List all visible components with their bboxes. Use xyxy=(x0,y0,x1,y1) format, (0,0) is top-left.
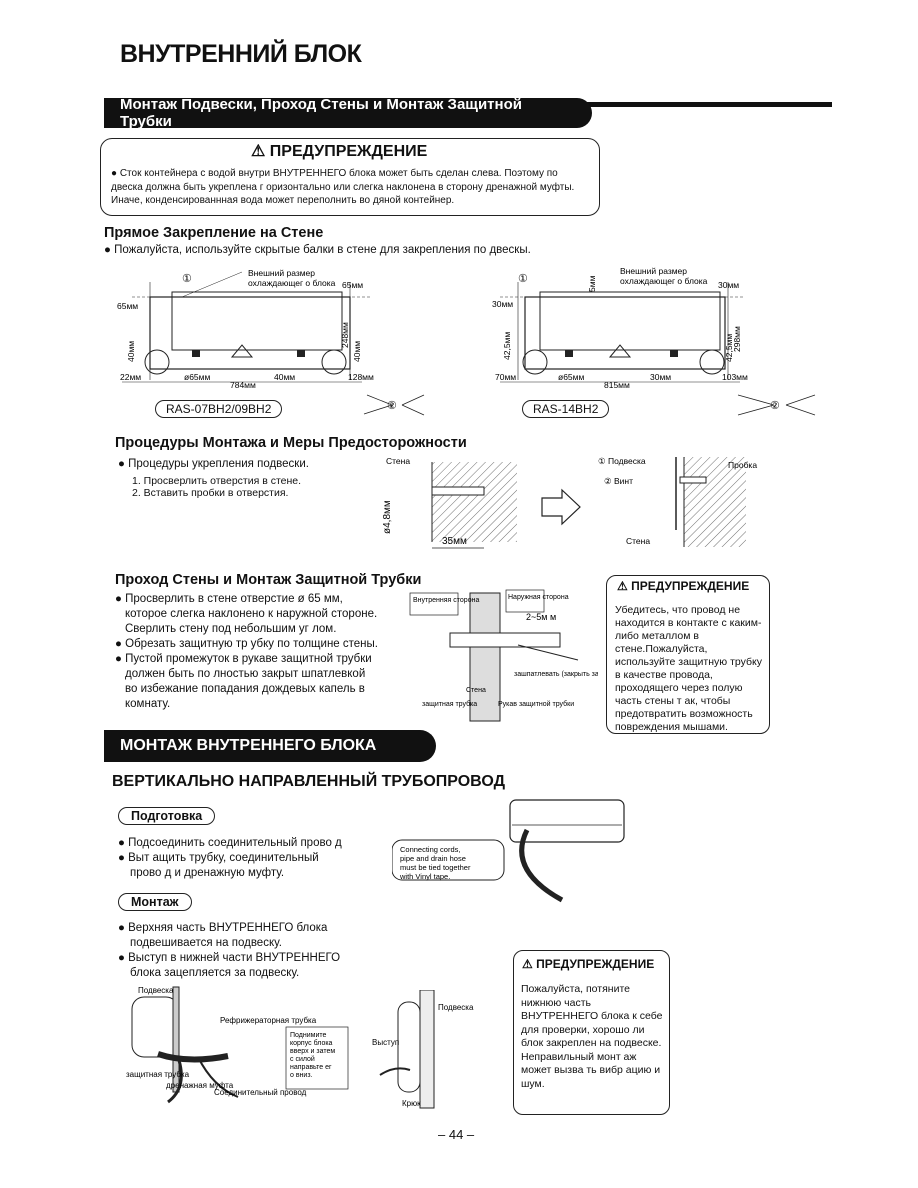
arrow-right-icon xyxy=(541,488,581,526)
outer-size-label2: охлаждающег о блока xyxy=(248,278,336,288)
mount-label: Монтаж xyxy=(118,893,192,911)
drill-diagram: Стена ø4,8мм 35мм xyxy=(382,456,517,549)
callout-1: ① xyxy=(182,273,192,285)
outer-side-label: Наружная сторона xyxy=(508,594,569,601)
model-label-small: RAS-07BH2/09BH2 xyxy=(155,400,283,418)
dim-40a: 40мм xyxy=(126,341,136,362)
outer-size-label2: охлаждающег о блока xyxy=(620,276,708,286)
dim-425b: 42,5мм xyxy=(724,334,734,362)
screw-label: ② Винт xyxy=(604,476,633,486)
warning-text: Пожалуйста, потяните нижнюю часть ВНУТРЕ… xyxy=(521,983,663,1090)
hook-diagram: Подвеска Выступ Крюк xyxy=(372,990,474,1109)
drain-label: дренажная муфта xyxy=(166,1081,234,1090)
warning-icon: ⚠ xyxy=(617,579,628,593)
warning-title: ⚠ ПРЕДУПРЕЖДЕНИЕ xyxy=(522,957,655,971)
outer-size-label: Внешний размер xyxy=(248,268,315,278)
wall-label-3: Стена xyxy=(466,687,486,694)
dim-65a: 65мм xyxy=(117,301,138,311)
direct-mount-heading: Прямое Закрепление на Стене xyxy=(104,225,324,241)
hanger-label-2: Подвеска xyxy=(438,1003,474,1012)
refpipe-label: Рефрижераторная трубка xyxy=(220,1016,317,1025)
hanger-diagram-small: ① Внешний размер охлаждающег о блока 65м… xyxy=(117,268,425,416)
warning-text: ● Сток контейнера с водой внутри ВНУТРЕН… xyxy=(111,168,575,206)
gap-label: 2~5м м xyxy=(526,612,556,622)
passage-text: ● Просверлить в стене отверстие ø 65 мм,… xyxy=(115,593,378,710)
screw-icons xyxy=(363,394,425,416)
prep-text: ● Подсоединить соединительный прово д ● … xyxy=(118,837,342,879)
step-2: 2. Вставить пробки в отверстия. xyxy=(132,487,289,499)
warning-text: Убедитесь, что провод не находится в кон… xyxy=(615,604,762,733)
mount-text: ● Верхняя часть ВНУТРЕННЕГО блока подвеш… xyxy=(118,922,341,979)
direct-mount-text: ● Пожалуйста, используйте скрытые балки … xyxy=(104,244,531,256)
screw-icons xyxy=(737,394,816,416)
tube-label: защитная трубка xyxy=(422,700,477,708)
section-banner-hanger: Монтаж Подвески, Проход Стены и Монтаж З… xyxy=(104,96,592,130)
dim-128: 128мм xyxy=(348,372,374,382)
prep-label: Подготовка xyxy=(118,807,216,825)
warning-box-wire: ⚠ ПРЕДУПРЕЖДЕНИЕ Убедитесь, что провод н… xyxy=(606,575,770,734)
hanger-label: Подвеска xyxy=(138,986,174,995)
dim-40b: 40мм xyxy=(352,341,362,362)
dim-40c: 40мм xyxy=(274,372,295,382)
passage-heading: Проход Стены и Монтаж Защитной Трубки xyxy=(115,572,422,588)
hanger-mount-diagram: ① Подвеска ② Винт Пробка Стена xyxy=(598,456,757,547)
dim-425a: 42,5мм xyxy=(502,332,512,360)
section-banner-indoor: МОНТАЖ ВНУТРЕННЕГО БЛОКА xyxy=(104,730,436,762)
mount-diagram: Подвеска Рефрижераторная трубка Поднимит… xyxy=(126,986,349,1104)
tie-note-3: must be tied together xyxy=(400,863,471,872)
dim-5: 5мм xyxy=(587,275,597,292)
callout-2: ② xyxy=(387,400,397,412)
step-1: 1. Просверлить отверстия в стене. xyxy=(132,475,302,487)
dim-phi65: ø65мм xyxy=(184,372,210,382)
warning-icon: ⚠ xyxy=(251,143,266,160)
dim-30c: 30мм xyxy=(650,372,671,382)
procedures-heading: Процедуры Монтажа и Меры Предосторожност… xyxy=(115,435,467,451)
warning-box-drain: ⚠ ПРЕДУПРЕЖДЕНИЕ ● Сток контейнера с вод… xyxy=(100,138,600,216)
tube-label: защитная трубка xyxy=(126,1070,190,1079)
dim-65b: 65мм xyxy=(342,280,363,290)
page-title: ВНУТРЕННИЙ БЛОК xyxy=(120,40,362,68)
procedures-bullet: ● Процедуры укрепления подвески. xyxy=(118,458,309,470)
dim-phi48: ø4,8мм xyxy=(382,500,393,534)
callout-1: ① xyxy=(518,273,528,285)
dim-22: 22мм xyxy=(120,372,141,382)
callout-2: ② xyxy=(770,400,780,412)
sleeve-label: Рукав защитной трубки xyxy=(498,700,574,708)
dim-784: 784мм xyxy=(230,380,256,390)
dim-35: 35мм xyxy=(442,536,467,547)
tie-note-2: pipe and drain hose xyxy=(400,854,466,863)
dim-103: 103мм xyxy=(722,372,748,382)
warning-box-check: ⚠ ПРЕДУПРЕЖДЕНИЕ Пожалуйста, потяните ни… xyxy=(513,950,670,1115)
model-label-large: RAS-14BH2 xyxy=(522,400,610,418)
dim-30a: 30мм xyxy=(492,299,513,309)
dim-70: 70мм xyxy=(495,372,516,382)
plug-label: Пробка xyxy=(728,460,757,470)
hook-label: Крюк xyxy=(402,1099,421,1108)
inner-side-label: Внутренняя сторона xyxy=(413,597,479,604)
dim-815: 815мм xyxy=(604,380,630,390)
dim-phi65: ø65мм xyxy=(558,372,584,382)
ledge-label: Выступ xyxy=(372,1038,399,1047)
wall-passage-diagram: Внутренняя сторона Наружная сторона 2~5м… xyxy=(409,589,598,722)
seal-label: зашпатлевать (закрыть замазкой) xyxy=(514,670,598,678)
tie-note-4: with Vinyl tape. xyxy=(399,872,450,881)
tie-note-1: Connecting cords, xyxy=(400,845,460,854)
vertical-piping-heading: ВЕРТИКАЛЬНО НАПРАВЛЕННЫЙ ТРУБОПРОВОД xyxy=(112,773,505,790)
warning-title: ⚠ ПРЕДУПРЕЖДЕНИЕ xyxy=(617,579,750,593)
dim-30b: 30мм xyxy=(718,280,739,290)
wall-label-2: Стена xyxy=(626,536,650,546)
unit-prep-diagram: Connecting cords, pipe and drain hose mu… xyxy=(392,799,625,903)
warning-title: ⚠ ПРЕДУПРЕЖДЕНИЕ xyxy=(251,143,428,160)
dim-298: 298мм xyxy=(732,326,742,352)
cord-label: Соединительный провод xyxy=(214,1088,307,1097)
page-number: – 44 – xyxy=(438,1127,475,1142)
outer-size-label: Внешний размер xyxy=(620,266,687,276)
hanger-diagram-large: ① 5мм Внешний размер охлаждающег о блока… xyxy=(492,266,816,416)
dim-248: 248мм xyxy=(340,322,350,348)
hanger-label: ① Подвеска xyxy=(598,456,646,466)
wall-label: Стена xyxy=(386,456,410,466)
warning-icon: ⚠ xyxy=(522,957,533,971)
